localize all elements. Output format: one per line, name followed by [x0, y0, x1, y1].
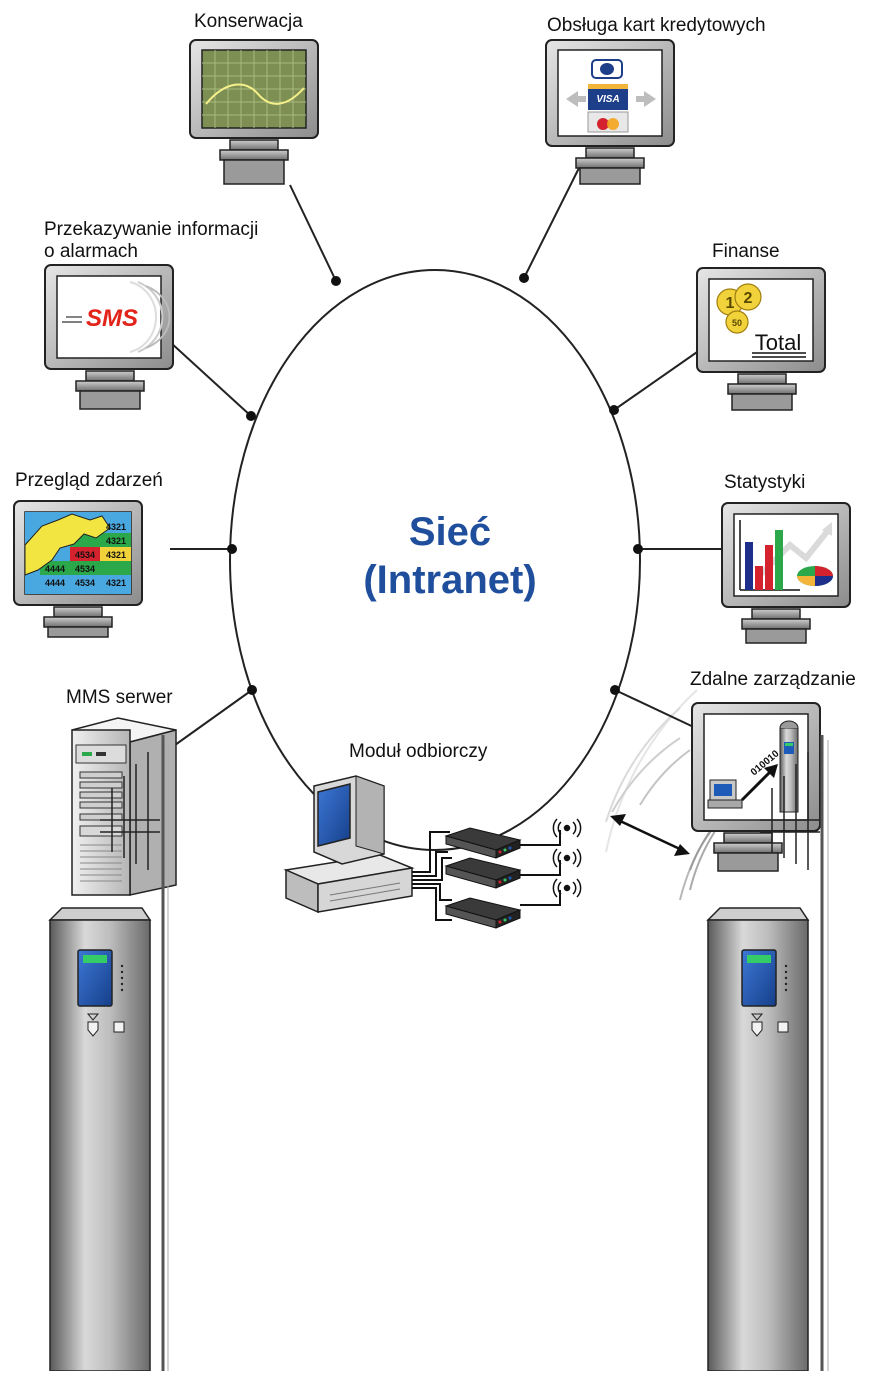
monitor-icon: 010010	[691, 702, 821, 872]
monitor-icon: SMS	[44, 264, 174, 410]
svg-text:50: 50	[732, 318, 742, 328]
label-modul: Moduł odbiorczy	[349, 741, 488, 762]
network-title-line2: (Intranet)	[363, 558, 537, 602]
svg-text:4321: 4321	[106, 578, 126, 588]
svg-text:2: 2	[744, 290, 753, 307]
fuel-dispenser-icon	[706, 907, 810, 1372]
modem-cables	[412, 830, 561, 921]
network-title: Sieć (Intranet)	[325, 508, 575, 604]
svg-text:4534: 4534	[75, 564, 95, 574]
label-zdalne: Zdalne zarządzanie	[690, 669, 856, 690]
finance-total-text: Total	[755, 330, 801, 355]
svg-text:4534: 4534	[75, 578, 95, 588]
svg-text:4321: 4321	[106, 550, 126, 560]
card-visa-text: VISA	[596, 94, 619, 105]
label-karty: Obsługa kart kredytowych	[547, 15, 766, 36]
bidirectional-arrow-icon	[610, 814, 690, 856]
label-mms: MMS serwer	[66, 687, 173, 708]
monitor-icon: 4321 4321 4534 4321 4444 4534 4321 4534 …	[13, 500, 143, 638]
label-alarmy-line1: Przekazywanie informacji	[44, 219, 259, 240]
ring-junctions	[227, 273, 643, 841]
label-alarmy-line2: o alarmach	[44, 241, 138, 262]
intranet-ring	[229, 269, 641, 851]
svg-text:4321: 4321	[106, 536, 126, 546]
svg-text:4321: 4321	[106, 522, 126, 532]
svg-text:1: 1	[726, 295, 735, 312]
server-icon	[71, 717, 177, 896]
desktop-pc-icon	[283, 775, 415, 914]
monitor-icon: 1 2 50 Total	[696, 267, 826, 411]
radio-modem-icon	[444, 897, 522, 929]
label-finanse: Finanse	[712, 241, 780, 262]
network-title-line1: Sieć	[408, 510, 492, 554]
svg-text:4444: 4444	[45, 578, 65, 588]
svg-text:4534: 4534	[75, 550, 95, 560]
antenna-icon	[760, 735, 829, 1371]
wireless-antenna-symbols	[552, 818, 582, 898]
sms-text: SMS	[86, 305, 138, 332]
fuel-dispenser-icon	[48, 907, 152, 1372]
label-zdarzenia: Przegląd zdarzeń	[15, 470, 163, 491]
svg-text:4444: 4444	[45, 564, 65, 574]
label-statystyki: Statystyki	[724, 472, 806, 493]
radio-modem-icon	[444, 827, 522, 859]
connection-lines	[169, 165, 722, 881]
label-konserwacja: Konserwacja	[194, 11, 303, 32]
monitor-icon: VISA	[545, 39, 675, 185]
antenna-icon	[100, 735, 169, 1371]
monitor-icon	[721, 502, 851, 644]
radio-modem-icon	[444, 857, 522, 889]
monitor-icon	[189, 39, 319, 185]
